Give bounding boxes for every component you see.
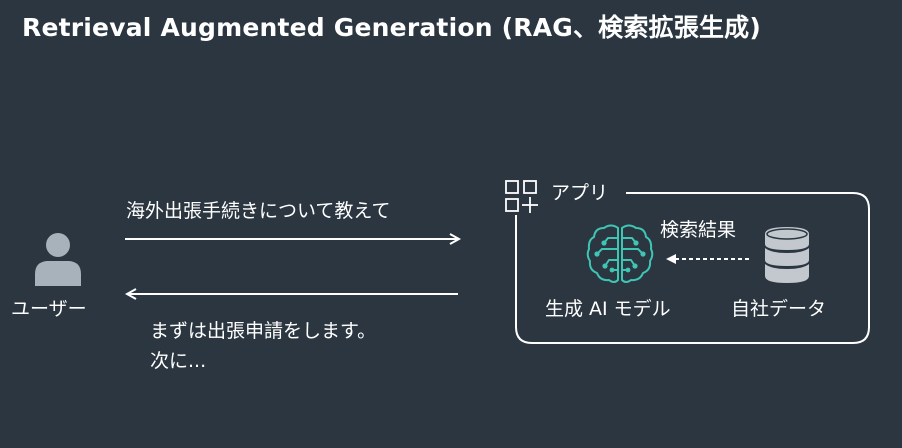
- request-text: 海外出張手続きについて教えて: [126, 200, 391, 222]
- request-arrow: [125, 233, 462, 245]
- brain-icon: [586, 224, 654, 283]
- data-flow-arrow: [666, 254, 752, 264]
- company-data-label: 自社データ: [731, 298, 827, 320]
- app-grid-icon: [505, 180, 538, 213]
- user-label: ユーザー: [11, 298, 87, 320]
- app-label: アプリ: [551, 182, 609, 204]
- page-title: Retrieval Augmented Generation (RAG、検索拡張…: [22, 13, 761, 42]
- response-arrow: [125, 288, 458, 300]
- search-result-label: 検索結果: [660, 219, 737, 241]
- response-text: まずは出張申請をします。 次に...: [150, 320, 377, 372]
- database-icon: [765, 227, 809, 283]
- genai-model-label: 生成 AI モデル: [545, 298, 671, 320]
- user-icon: [35, 233, 81, 286]
